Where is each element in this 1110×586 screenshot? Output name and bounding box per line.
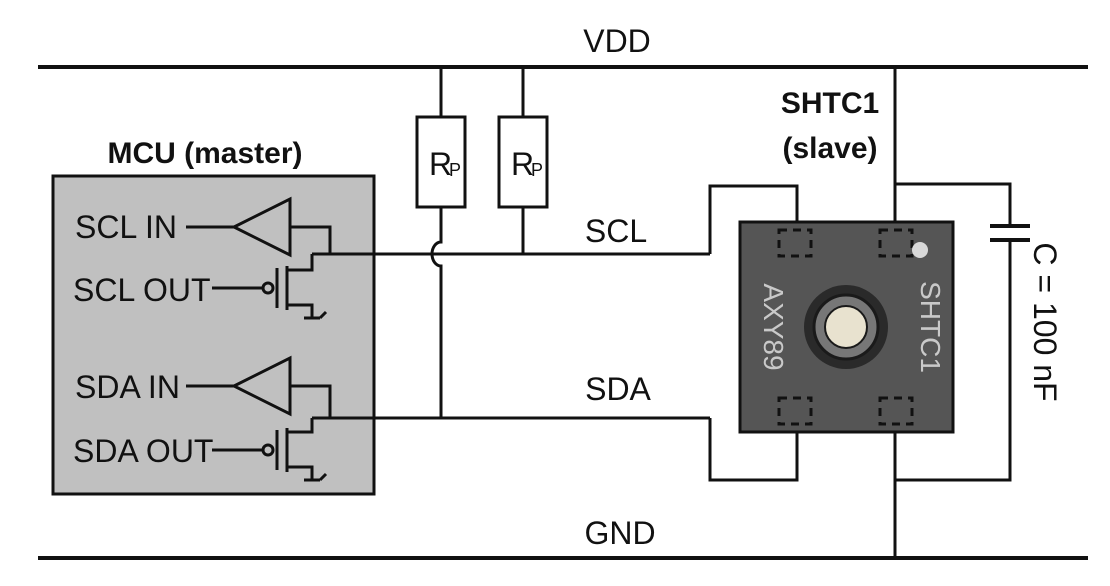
pullup-resistor-scl: R P [497, 67, 549, 254]
pin1-dot-icon [912, 242, 928, 258]
capacitor-label: C = 100 nF [1027, 242, 1063, 401]
resistor-1-label: R [429, 146, 452, 182]
vdd-label: VDD [583, 23, 651, 59]
pullup-resistor-sda: R P [415, 67, 467, 418]
sensor-title-line1: SHTC1 [781, 87, 879, 120]
resistor-1-subscript: P [449, 160, 461, 180]
scl-out-label: SCL OUT [73, 272, 211, 308]
pad-bottom-right [878, 396, 914, 426]
decoupling-capacitor [895, 182, 1030, 482]
sda-in-label: SDA IN [75, 369, 180, 405]
sda-output-transistor-icon [212, 418, 328, 482]
scl-in-label: SCL IN [75, 209, 177, 245]
gnd-label: GND [584, 515, 655, 551]
scl-input-buffer-icon [186, 196, 332, 258]
sda-bus-label: SDA [585, 371, 651, 407]
resistor-2-label: R [511, 146, 534, 182]
chip-marking-right: SHTC1 [915, 281, 946, 373]
sda-out-label: SDA OUT [73, 433, 213, 469]
chip-marking-left: AXY89 [758, 283, 789, 370]
scl-bus-label: SCL [585, 213, 647, 249]
scl-output-transistor-icon [212, 254, 328, 320]
sensor-title-line2: (slave) [782, 132, 877, 165]
sda-input-buffer-icon [186, 355, 332, 418]
pad-bottom-left [777, 396, 813, 426]
sda-bus-line [374, 416, 799, 482]
mcu-block [51, 174, 376, 496]
shtc1-chip: AXY89 SHTC1 [738, 220, 955, 434]
pad-top-left [777, 228, 813, 258]
mcu-title: MCU (master) [107, 137, 302, 170]
resistor-2-subscript: P [531, 160, 543, 180]
scl-bus-line [374, 184, 799, 256]
pad-top-right [878, 228, 914, 258]
